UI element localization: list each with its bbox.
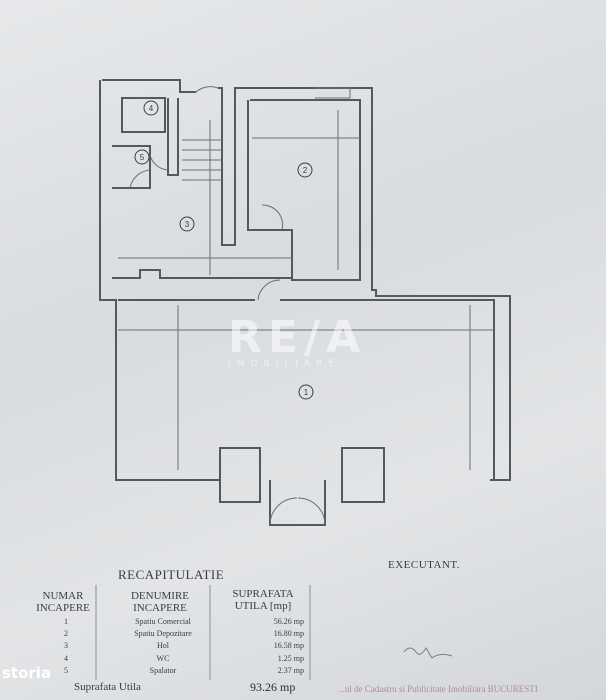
door-arc-wc	[149, 154, 169, 171]
dimension-lines	[118, 110, 494, 470]
door-arc-entrance-r	[297, 497, 326, 526]
door-arc-entry	[195, 86, 219, 93]
wall-room1	[118, 299, 495, 480]
executant-label: EXECUTANT.	[388, 559, 461, 571]
header-suprafata: SUPRAFATA UTILA [mp]	[232, 588, 294, 612]
door-arc-room1	[257, 279, 281, 301]
room-label-3: 3	[185, 220, 190, 229]
window-top-room2	[315, 87, 351, 99]
total-value: 93.26 mp	[250, 680, 296, 694]
wall-room2	[247, 99, 361, 281]
stair-treads	[182, 139, 222, 181]
door-arc-entrance-l	[269, 497, 298, 526]
wall-room4	[121, 97, 166, 133]
door-arc-room2	[261, 204, 284, 231]
wall-room3-bottom	[112, 269, 292, 279]
rea-watermark: RE/A IMOBILIARE	[228, 312, 367, 369]
wall-hol	[99, 79, 511, 481]
room-label-1: 1	[304, 388, 309, 397]
bay-window-left	[219, 447, 261, 503]
wall-stairs	[167, 98, 179, 176]
room-label-5: 5	[140, 153, 145, 162]
bay-window-right	[341, 447, 385, 503]
wall-room5	[112, 145, 151, 189]
storia-logo: storia	[2, 664, 52, 682]
cadastru-stamp: ...ul de Cadastru si Publicitate Imobili…	[338, 684, 538, 694]
entrance	[269, 480, 326, 526]
signature	[403, 647, 453, 659]
door-arc-spalator	[129, 169, 151, 189]
header-denumire: DENUMIRE INCAPERE	[130, 590, 190, 614]
total-label: Suprafata Utila	[74, 681, 141, 693]
room-label-2: 2	[303, 166, 308, 175]
room-label-4: 4	[149, 104, 154, 113]
header-numar: NUMAR INCAPERE	[36, 590, 90, 614]
recap-title: RECAPITULATIE	[118, 567, 225, 582]
